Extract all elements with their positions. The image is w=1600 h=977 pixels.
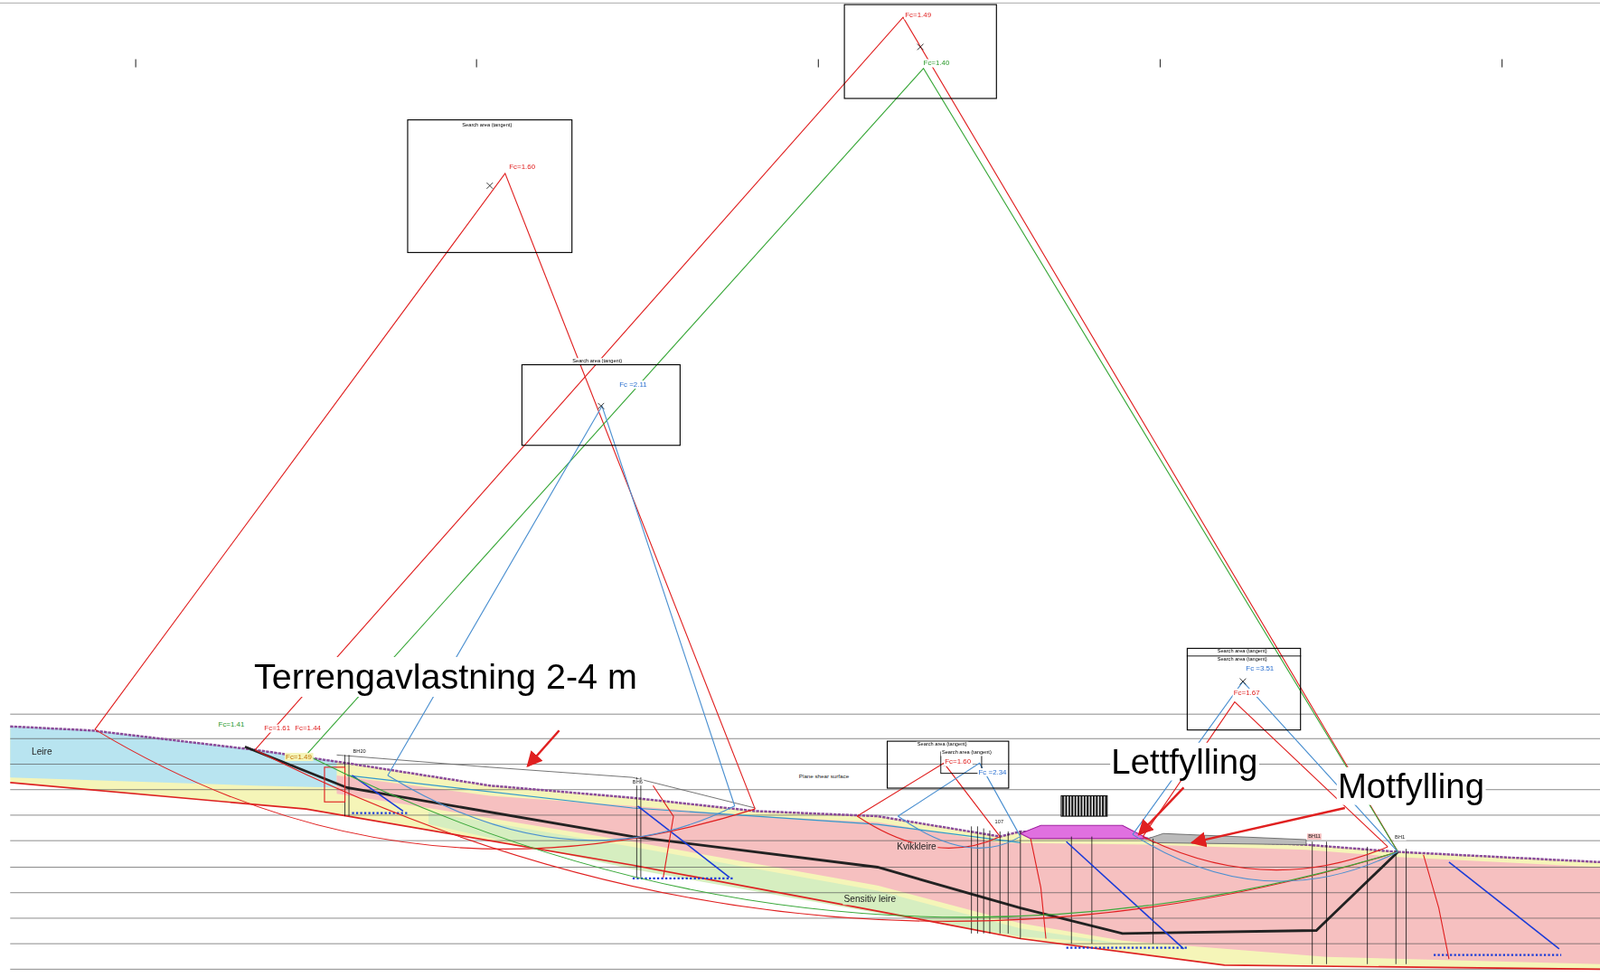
safety-factor: Fc=1.60 [508, 163, 537, 172]
search-area-heading: Search area (tangent) [571, 357, 623, 364]
search-area-box: Fc=1.49Fc=1.40 [844, 4, 998, 100]
safety-factor: Fc =3.51 [1244, 664, 1275, 673]
search-area-box: Search area (tangent) Search area (tangen… [1186, 648, 1301, 731]
search-area-heading: Search area (tangent) [1216, 657, 1269, 663]
safety-factor: Fc=1.60 [943, 758, 972, 767]
borehole-label: BH6 [631, 779, 644, 785]
search-area-box: Search area (tangent) Fc=1.60 [406, 119, 573, 254]
soil-label: Kvikkleire [895, 842, 938, 853]
borehole-label: BH11 [1307, 833, 1322, 839]
safety-factor: Fc=1.40 [922, 58, 951, 67]
search-area-heading: Search area (tangent) [1216, 649, 1269, 655]
safety-factor: Fc =2.34 [977, 768, 1008, 777]
surface-label: Plane shear surface [798, 773, 850, 781]
soil-label: Sensitiv leire [842, 894, 897, 905]
callout-text: Terrengavlastning 2-4 m [253, 657, 639, 697]
borehole-label: BH20 [351, 749, 367, 755]
safety-factor: Fc=1.44 [293, 724, 322, 733]
safety-factor: Fc=1.67 [1232, 688, 1262, 697]
callout-text: Lettfylling [1110, 743, 1259, 782]
borehole-label: BH1 [1393, 834, 1406, 840]
borehole-label: 107 [993, 818, 1005, 825]
safety-factor: Fc=1.41 [216, 720, 245, 729]
safety-factor: Fc=1.49 [284, 752, 313, 762]
safety-factor: Fc=1.49 [903, 10, 932, 19]
search-area-heading: Search area (tangent) [461, 122, 513, 128]
search-area-heading: Search area (tangent) [941, 750, 993, 756]
safety-factor: Fc=1.61 [263, 724, 292, 733]
safety-factor: Fc =2.11 [618, 380, 649, 389]
soil-label: Leire [30, 747, 54, 758]
search-area-box: Search area (tangent)Fc =2.11 [521, 364, 681, 446]
search-area-heading: Search area (tangent) [916, 742, 969, 748]
search-area-box: Search area (tangent) Search area (tangen… [886, 741, 1009, 790]
callout-text: Motfylling [1336, 767, 1486, 806]
